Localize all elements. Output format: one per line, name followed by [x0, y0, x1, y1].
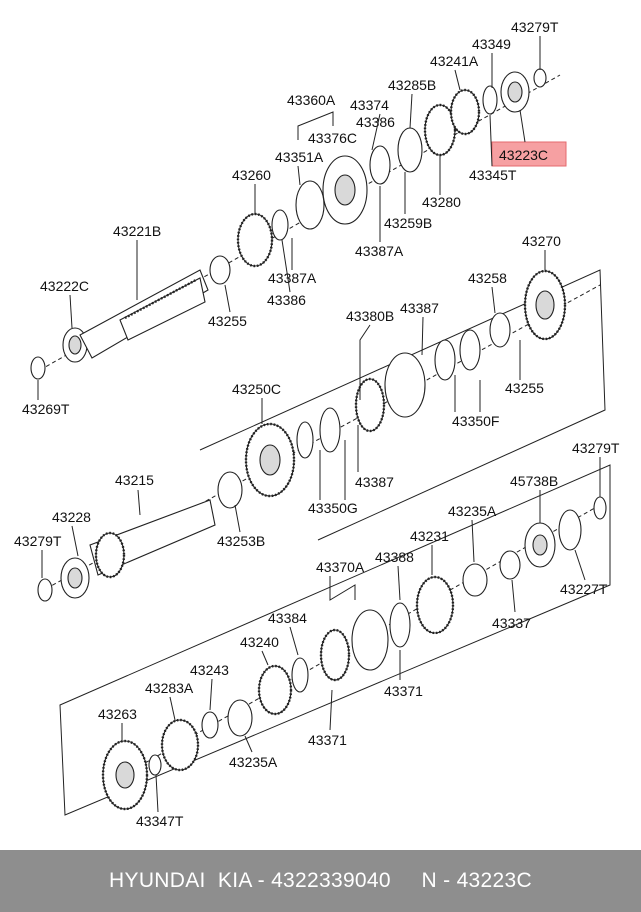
part-label: 43374 [350, 97, 389, 113]
part-label: 43270 [522, 233, 561, 249]
part-label: 43387A [355, 243, 404, 259]
part-label: 43269T [22, 401, 70, 417]
part-label: 43279T [14, 533, 62, 549]
part-label: 43371 [384, 683, 423, 699]
upper-shaft-parts [30, 68, 547, 380]
part-label: 43337 [492, 615, 531, 631]
middle-shaft-parts [37, 269, 567, 602]
part-label: 43387A [268, 270, 317, 286]
part-label: 43250C [232, 381, 281, 397]
part-label: 43279T [572, 440, 620, 456]
part-label: 43259B [384, 215, 432, 231]
part-label: 43350G [308, 500, 358, 516]
part-label: 43387 [355, 474, 394, 490]
part-label: 43351A [275, 149, 324, 165]
part-label: 43345T [469, 167, 517, 183]
part-label: 43235A [448, 503, 497, 519]
leader-lines [37, 36, 601, 813]
part-label: 43380B [346, 308, 394, 324]
part-label: 43228 [52, 509, 91, 525]
part-label: 43370A [316, 559, 365, 575]
part-label: 43263 [98, 706, 137, 722]
part-label: 43240 [240, 634, 279, 650]
part-label: 43283A [145, 680, 194, 696]
exploded-parts-diagram: 43279T 43349 43241A 43285B 43360A 43374 … [14, 19, 620, 829]
part-label: 43386 [356, 114, 395, 130]
highlight-box [491, 141, 567, 167]
part-label: 43350F [452, 413, 499, 429]
part-label: 43231 [410, 528, 449, 544]
part-label: 43253B [217, 533, 265, 549]
part-label: 43255 [505, 380, 544, 396]
part-label: 43221B [113, 223, 161, 239]
part-label: 43227T [560, 581, 608, 597]
lower-shaft-parts [101, 496, 607, 811]
part-label: 43215 [115, 472, 154, 488]
part-label: 43222C [40, 278, 89, 294]
part-label: 43243 [190, 662, 229, 678]
footer-part-number: HYUNDAI KIA - 4322339040 N - 43223C [0, 850, 641, 912]
part-label: 43235A [229, 754, 278, 770]
part-labels: 43279T 43349 43241A 43285B 43360A 43374 … [14, 19, 620, 829]
part-label: 43349 [472, 36, 511, 52]
part-label: 43347T [136, 813, 184, 829]
part-label: 43279T [511, 19, 559, 35]
part-label: 43260 [232, 167, 271, 183]
part-label: 43371 [308, 732, 347, 748]
part-label: 45738B [510, 473, 558, 489]
part-label: 43388 [375, 549, 414, 565]
part-label: 43255 [208, 313, 247, 329]
part-label: 43258 [468, 270, 507, 286]
part-label: 43223C [499, 147, 548, 163]
part-label: 43376C [308, 130, 357, 146]
part-label: 43387 [400, 300, 439, 316]
part-label: 43386 [267, 292, 306, 308]
part-label: 43241A [430, 53, 479, 69]
part-label: 43360A [287, 92, 336, 108]
part-label: 43285B [388, 77, 436, 93]
part-label: 43280 [422, 194, 461, 210]
part-label: 43384 [268, 610, 307, 626]
